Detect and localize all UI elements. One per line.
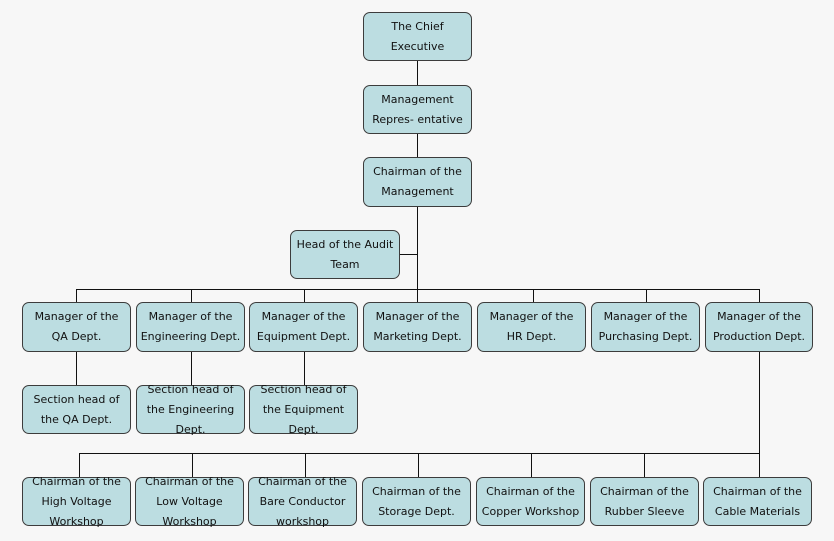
connector-line <box>417 206 418 289</box>
connector-line <box>399 254 417 255</box>
node-label: Manager of the Marketing Dept. <box>373 310 462 343</box>
node-section-head-qa[interactable]: Section head of the QA Dept. <box>22 385 131 434</box>
node-head-audit-team[interactable]: Head of the Audit Team <box>290 230 400 279</box>
connector-line <box>533 289 534 302</box>
node-manager-production[interactable]: Manager of the Production Dept. <box>705 302 813 352</box>
connector-line <box>305 453 306 477</box>
node-label: Chairman of the Bare Conductor workshop <box>258 474 347 528</box>
node-label: Chairman of the Rubber Sleeve <box>600 484 689 518</box>
connector-line <box>646 289 647 302</box>
node-label: Chairman of the Copper Workshop <box>481 484 580 518</box>
node-label: Manager of the Engineering Dept. <box>140 310 241 343</box>
node-manager-hr[interactable]: Manager of the HR Dept. <box>477 302 586 352</box>
node-label: Chairman of the High Voltage Workshop <box>32 474 121 528</box>
connector-line <box>76 289 760 290</box>
connector-line <box>79 453 760 454</box>
node-label: Chairman of the Management <box>373 165 462 198</box>
connector-line <box>417 60 418 85</box>
node-label: Manager of the QA Dept. <box>34 310 119 343</box>
connector-line <box>76 351 77 385</box>
connector-line <box>418 453 419 477</box>
node-chairman-cable-materials[interactable]: Chairman of the Cable Materials <box>703 477 812 526</box>
node-label: Manager of the Equipment Dept. <box>256 310 351 343</box>
node-label: Manager of the Production Dept. <box>712 310 806 343</box>
node-chairman-high-voltage[interactable]: Chairman of the High Voltage Workshop <box>22 475 131 528</box>
node-manager-marketing[interactable]: Manager of the Marketing Dept. <box>363 302 472 352</box>
node-label: Chairman of the Storage Dept. <box>372 484 461 518</box>
node-chairman-management[interactable]: Chairman of the Management <box>363 157 472 207</box>
node-management-representative[interactable]: Management Repres- entative <box>363 85 472 134</box>
node-chairman-storage[interactable]: Chairman of the Storage Dept. <box>362 477 471 526</box>
node-chairman-rubber-sleeve[interactable]: Chairman of the Rubber Sleeve <box>590 477 699 526</box>
node-chief-executive[interactable]: The Chief Executive <box>363 12 472 61</box>
node-label: Management Repres- entative <box>372 92 463 126</box>
connector-line <box>191 289 192 302</box>
connector-line <box>531 453 532 477</box>
connector-line <box>759 453 760 477</box>
connector-line <box>79 453 80 477</box>
connector-line <box>759 289 760 302</box>
connector-line <box>304 289 305 302</box>
node-section-head-equipment[interactable]: Section head of the Equipment Dept. <box>249 383 358 436</box>
node-manager-engineering[interactable]: Manager of the Engineering Dept. <box>136 302 245 352</box>
node-label: Section head of the QA Dept. <box>33 392 120 426</box>
connector-line <box>417 133 418 157</box>
node-chairman-copper[interactable]: Chairman of the Copper Workshop <box>476 477 585 526</box>
connector-line <box>304 351 305 385</box>
node-label: Chairman of the Low Voltage Workshop <box>145 474 234 528</box>
node-label: Section head of the Equipment Dept. <box>260 382 347 436</box>
connector-line <box>192 453 193 477</box>
node-label: Chairman of the Cable Materials <box>713 484 802 518</box>
node-label: Section head of the Engineering Dept. <box>146 382 235 436</box>
node-label: Manager of the Purchasing Dept. <box>598 310 693 343</box>
node-section-head-engineering[interactable]: Section head of the Engineering Dept. <box>136 383 245 436</box>
connector-line <box>644 453 645 477</box>
connector-line <box>76 289 77 302</box>
connector-line <box>191 351 192 385</box>
node-chairman-low-voltage[interactable]: Chairman of the Low Voltage Workshop <box>135 475 244 528</box>
connector-line <box>417 289 418 302</box>
node-manager-equipment[interactable]: Manager of the Equipment Dept. <box>249 302 358 352</box>
node-label: Manager of the HR Dept. <box>489 310 574 343</box>
connector-line <box>759 351 760 453</box>
node-label: The Chief Executive <box>390 19 445 53</box>
node-manager-qa[interactable]: Manager of the QA Dept. <box>22 302 131 352</box>
node-chairman-bare-conductor[interactable]: Chairman of the Bare Conductor workshop <box>248 475 357 528</box>
node-label: Head of the Audit Team <box>296 237 394 271</box>
node-manager-purchasing[interactable]: Manager of the Purchasing Dept. <box>591 302 700 352</box>
